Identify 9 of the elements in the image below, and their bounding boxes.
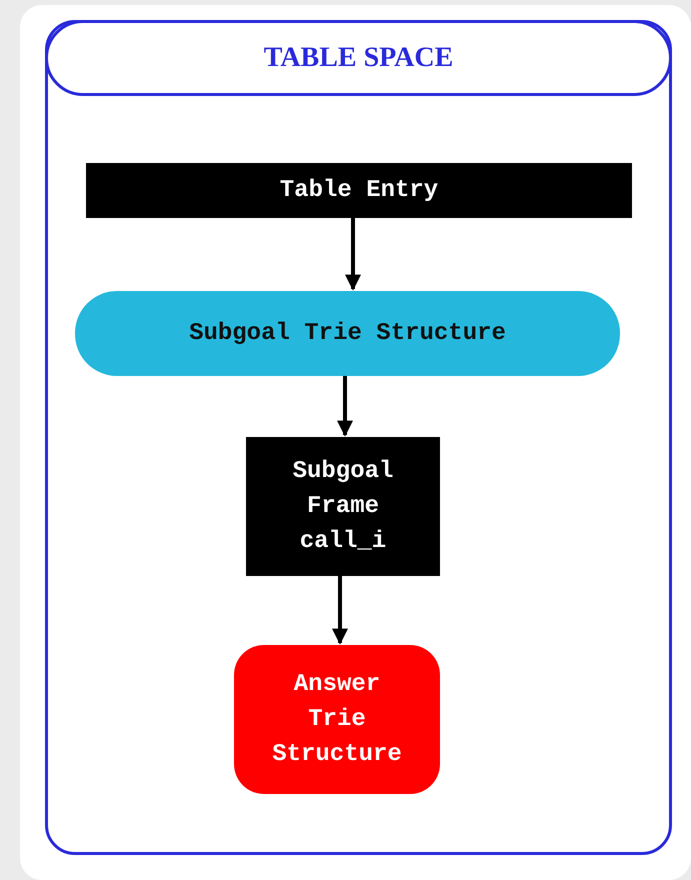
arrow bbox=[332, 576, 348, 645]
process-pill: Subgoal Trie Structure bbox=[75, 291, 620, 376]
terminal-box: Answer Trie Structure bbox=[234, 645, 440, 794]
container-title: TABLE SPACE bbox=[264, 42, 454, 74]
process-box: Table Entry bbox=[86, 163, 632, 218]
arrow bbox=[345, 218, 361, 291]
process-box: Subgoal Frame call_i bbox=[246, 437, 440, 576]
arrow bbox=[337, 376, 353, 437]
container-panel bbox=[45, 20, 672, 855]
